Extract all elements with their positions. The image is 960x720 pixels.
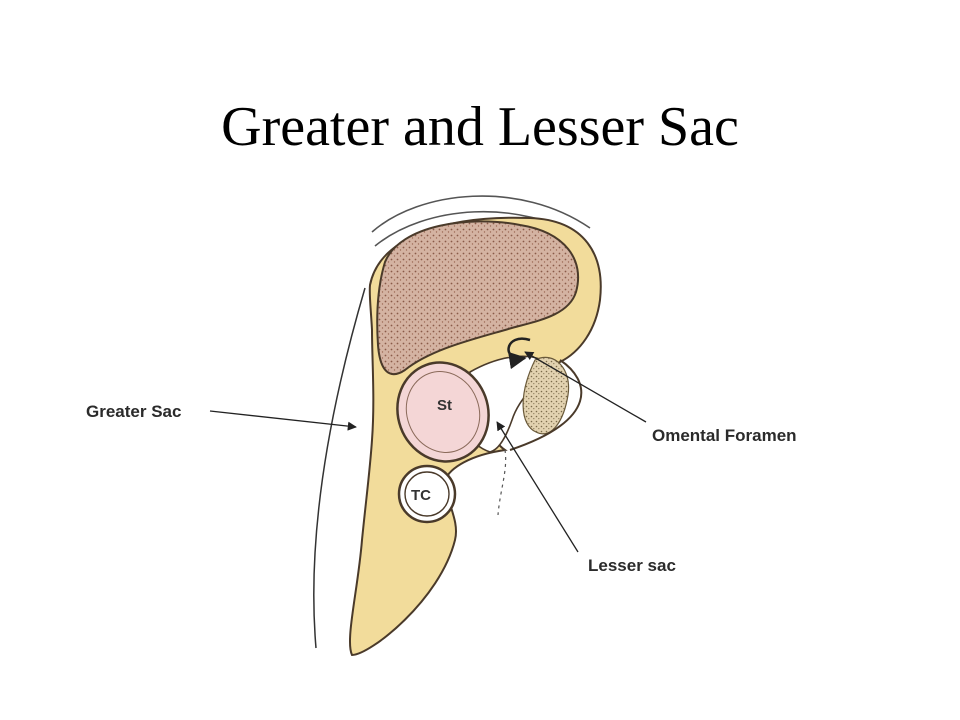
lesser-sac-label: Lesser sac: [588, 556, 676, 575]
omental-foramen-label: Omental Foramen: [652, 426, 797, 445]
omental-foramen-pointer: [524, 351, 647, 423]
greater-sac-label: Greater Sac: [86, 402, 182, 421]
greater-sac-pointer: [209, 410, 357, 431]
posterior-wall-line: [509, 359, 583, 451]
omental-foramen-arrow: [507, 337, 531, 370]
stomach-label: St: [437, 397, 452, 414]
pancreas: [522, 356, 570, 435]
lesser-sac-pointer: [496, 421, 579, 553]
liver: [376, 220, 580, 376]
transverse-colon-label: TC: [411, 487, 431, 504]
transverse-colon: [397, 464, 457, 524]
stomach: [396, 361, 490, 463]
abdominal-wall-line: [313, 287, 366, 649]
page-title: Greater and Lesser Sac: [221, 96, 739, 158]
transverse-colon-inner: [404, 471, 450, 517]
stomach-inner: [405, 371, 481, 453]
mesocolon-line: [497, 449, 507, 516]
diaphragm-outer-line: [371, 195, 591, 233]
